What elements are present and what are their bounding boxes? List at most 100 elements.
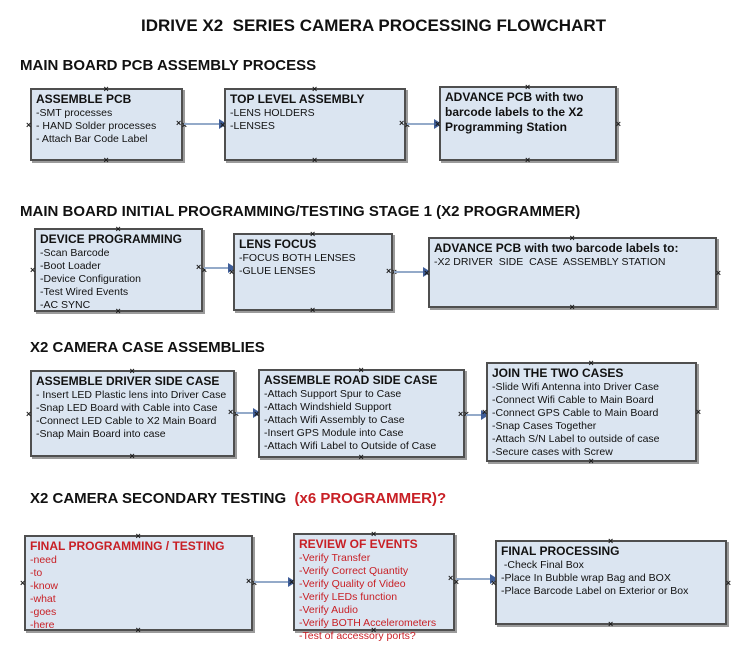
box-item: -Test of accessory ports? xyxy=(299,630,416,642)
box-item: -Connect Wifi Cable to Main Board xyxy=(492,394,654,406)
box-item: -Connect GPS Cable to Main Board xyxy=(492,407,659,419)
connection-point-marker: × xyxy=(30,265,36,275)
connection-point-marker: × xyxy=(725,577,731,588)
box-item: -Device Configuration xyxy=(40,273,141,285)
box-item: -Place In Bubble wrap Bag and BOX xyxy=(501,572,671,584)
box-item: -here xyxy=(30,619,55,631)
connection-point-marker: × xyxy=(310,305,316,315)
box-title: DEVICE PROGRAMMING xyxy=(40,232,183,246)
connection-point-marker: × xyxy=(608,619,614,629)
box-item: -Secure cases with Screw xyxy=(492,446,613,458)
box-item: -Attach Windshield Support xyxy=(264,401,392,413)
box-title: ADVANCE PCB with two barcode labels to: xyxy=(434,241,679,255)
box-item: -Attach S/N Label to outside of case xyxy=(492,433,660,445)
box-item: -to xyxy=(30,567,43,579)
connection-point-marker: × xyxy=(26,119,32,130)
box-title: ASSEMBLE DRIVER SIDE CASE xyxy=(36,374,220,388)
flow-box-assemble-pcb: ASSEMBLE PCB -SMT processes - HAND Solde… xyxy=(26,85,187,165)
section-heading-text: X2 CAMERA SECONDARY TESTING xyxy=(30,490,295,507)
connection-point-marker: × xyxy=(26,408,32,419)
box-title: LENS FOCUS xyxy=(239,237,317,251)
box-item: -Attach Wifi Assembly to Case xyxy=(264,414,405,426)
connection-point-marker: × xyxy=(525,155,531,165)
box-item: -Scan Barcode xyxy=(40,247,110,259)
box-item: -Connect LED Cable to X2 Main Board xyxy=(36,415,217,427)
connection-point-marker: × xyxy=(20,578,26,588)
flow-box-assemble-driver-side-case: ASSEMBLE DRIVER SIDE CASE - Insert LED P… xyxy=(26,367,239,461)
box-item: -Verify LEDs function xyxy=(299,591,398,603)
box-item: -Insert GPS Module into Case xyxy=(264,427,404,439)
box-item: -Snap Cases Together xyxy=(492,420,597,432)
box-item: - Attach Bar Code Label xyxy=(36,133,148,145)
connection-point-marker: × xyxy=(695,407,701,417)
connection-point-marker: × xyxy=(103,155,109,165)
box-title: REVIEW OF EVENTS xyxy=(299,537,418,551)
box-title: ASSEMBLE PCB xyxy=(36,92,132,106)
box-item: -LENS HOLDERS xyxy=(230,107,315,119)
connection-point-marker: × xyxy=(358,452,364,462)
box-item: -X2 DRIVER SIDE CASE ASSEMBLY STATION xyxy=(434,256,666,268)
connection-point-marker: × xyxy=(569,302,575,312)
box-item: -Verify Audio xyxy=(299,604,358,616)
box-item: -Verify Quality of Video xyxy=(299,578,406,590)
section-heading-case-assemblies: X2 CAMERA CASE ASSEMBLIES xyxy=(30,339,265,356)
flow-box-advance-pcb-driver-side: ADVANCE PCB with two barcode labels to: … xyxy=(424,234,721,312)
connection-point-marker: × xyxy=(715,267,721,278)
box-item: - HAND Solder processes xyxy=(36,120,157,132)
box-item: -GLUE LENSES xyxy=(239,265,316,277)
box-item: -Verify BOTH Accelerometers xyxy=(299,617,437,629)
box-title: JOIN THE TWO CASES xyxy=(492,366,624,380)
box-item: -FOCUS BOTH LENSES xyxy=(239,252,356,264)
box-title: TOP LEVEL ASSEMBLY xyxy=(230,92,365,106)
connector-arrow: × xyxy=(246,577,296,587)
section-heading-suffix: (x6 PROGRAMMER)? xyxy=(294,490,447,507)
box-item: -what xyxy=(30,593,56,605)
box-item: -SMT processes xyxy=(36,107,113,119)
connector-arrow: × xyxy=(458,410,489,420)
box-item: -Test Wired Events xyxy=(40,286,129,298)
box-item: -Attach Wifi Label to Outside of Case xyxy=(264,440,437,452)
flow-box-top-level-assembly: TOP LEVEL ASSEMBLY -LENS HOLDERS -LENSES… xyxy=(220,85,410,165)
page-title: IDRIVE X2 SERIES CAMERA PROCESSING FLOWC… xyxy=(140,16,607,35)
flow-box-final-processing: FINAL PROCESSING -Check Final Box -Place… xyxy=(491,537,731,629)
box-item: - Insert LED Plastic lens into Driver Ca… xyxy=(36,389,227,401)
flow-box-join-the-two-cases: JOIN THE TWO CASES -Slide Wifi Antenna i… xyxy=(482,359,701,466)
connector-arrow: × xyxy=(176,119,227,129)
box-item: -AC SYNC xyxy=(40,299,91,311)
flow-box-advance-pcb-programming-station: ADVANCE PCB with two barcode labels to t… xyxy=(435,83,621,165)
connector-arrow: × xyxy=(399,119,442,129)
box-item: -know xyxy=(30,580,59,592)
section-heading-pcb-assembly: MAIN BOARD PCB ASSEMBLY PROCESS xyxy=(20,57,316,74)
connector-arrow: × xyxy=(196,263,236,273)
connector-arrow: × xyxy=(386,267,431,277)
connection-point-marker: × xyxy=(312,155,318,165)
box-item: -Attach Support Spur to Case xyxy=(264,388,402,400)
box-title: FINAL PROGRAMMING / TESTING xyxy=(30,539,225,553)
box-title: ASSEMBLE ROAD SIDE CASE xyxy=(264,373,438,387)
box-item: -Boot Loader xyxy=(40,260,101,272)
box-item: -Snap LED Board with Cable into Case xyxy=(36,402,218,414)
section-heading-text: MAIN BOARD INITIAL PROGRAMMING/TESTING S… xyxy=(20,203,581,220)
box-title: ADVANCE PCB with two barcode labels to t… xyxy=(445,90,587,134)
section-heading-text: X2 CAMERA CASE ASSEMBLIES xyxy=(30,339,265,356)
box-item: -goes xyxy=(30,606,57,618)
box-item: -Snap Main Board into case xyxy=(36,428,166,440)
box-item: -Slide Wifi Antenna into Driver Case xyxy=(492,381,659,393)
box-item: -LENSES xyxy=(230,120,275,132)
box-item: -Place Barcode Label on Exterior or Box xyxy=(501,585,689,597)
section-heading-secondary-testing: X2 CAMERA SECONDARY TESTING (x6 PROGRAMM… xyxy=(30,490,446,507)
flow-box-final-programming-testing: FINAL PROGRAMMING / TESTING -need -to -k… xyxy=(20,532,257,635)
connection-point-marker: × xyxy=(129,451,135,461)
flow-box-device-programming: DEVICE PROGRAMMING -Scan Barcode -Boot L… xyxy=(30,225,207,316)
box-title: FINAL PROCESSING xyxy=(501,544,620,558)
connector-arrow: × xyxy=(228,408,261,418)
box-item: -Check Final Box xyxy=(501,559,584,571)
section-heading-text: MAIN BOARD PCB ASSEMBLY PROCESS xyxy=(20,57,317,74)
section-heading-initial-programming: MAIN BOARD INITIAL PROGRAMMING/TESTING S… xyxy=(20,203,580,220)
box-item: -Verify Transfer xyxy=(299,552,371,564)
box-item: -Verify Correct Quantity xyxy=(299,565,409,577)
connector-arrow: × xyxy=(448,574,498,584)
box-item: -need xyxy=(30,554,57,566)
flow-box-review-of-events: REVIEW OF EVENTS -Verify Transfer -Verif… xyxy=(289,530,459,643)
